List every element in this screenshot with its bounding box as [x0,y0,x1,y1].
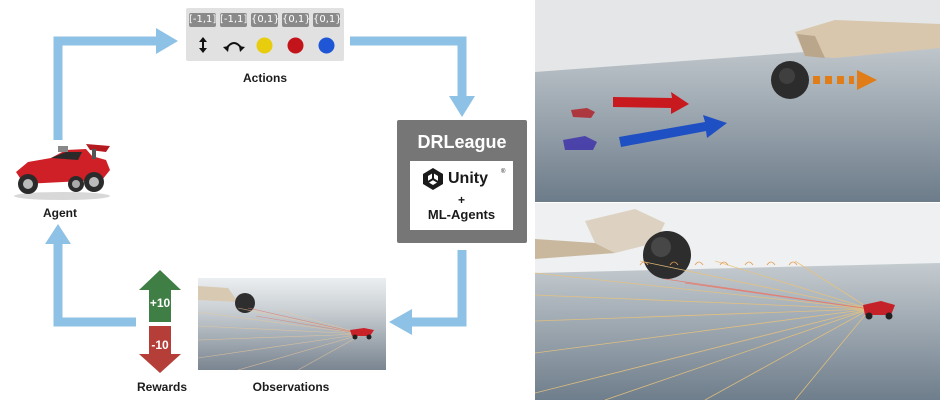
up-down-arrow-icon [199,37,207,53]
plus-text: + [457,193,465,207]
action-range: {0,1} [313,13,342,27]
environment-title: DRLeague [417,132,507,152]
actions-label: Actions [242,71,287,85]
blue-dot-icon [318,37,335,54]
positive-reward-value: +10 [149,296,171,310]
action-drift: {0,1} [313,13,342,27]
action-range: {0,1} [282,13,311,27]
arrow-rewards-to-agent [53,242,136,327]
observation-rays-image [535,203,940,400]
trademark-mark: ® [501,169,506,175]
ml-agents-text: ML-Agents [427,207,496,222]
action-range: {0,1} [251,13,280,27]
agent-label: Agent [43,206,77,220]
red-direction-arrow [613,92,689,114]
unity-text: Unity [448,170,488,187]
unity-mlagents-panel: Unity ® + ML-Agents [410,161,513,230]
environment-box: DRLeague Unity ® + ML-Agents [397,120,527,243]
rewards-label: Rewards [136,380,188,394]
unity-logo-icon [423,168,443,190]
action-jump: {0,1} [251,13,280,27]
blue-direction-arrow [619,115,727,147]
actions-panel: [-1,1] [-1,1] {0,1} {0,1} {0,1} [186,8,344,61]
positive-reward-arrow [139,270,181,322]
game-scene-top-image [535,0,940,202]
observation-thumbnail [198,278,386,370]
arrow-agent-to-actions [53,36,158,140]
curved-arrow-icon [223,42,245,52]
negative-reward-arrow [139,326,181,373]
action-boost: {0,1} [282,13,311,27]
action-range: [-1,1] [189,13,217,27]
negative-reward-value: -10 [151,338,169,352]
action-throttle: [-1,1] [189,13,216,27]
agent-car-image [14,144,110,200]
arrow-actions-to-env [350,36,467,98]
action-steer: [-1,1] [220,13,247,27]
observations-label: Observations [252,380,330,394]
red-dot-icon [287,37,304,54]
arrow-env-to-observations [410,250,467,327]
action-range: [-1,1] [220,13,248,27]
yellow-dot-icon [256,37,273,54]
loop-arrows [45,28,475,335]
reward-arrows [139,270,181,373]
